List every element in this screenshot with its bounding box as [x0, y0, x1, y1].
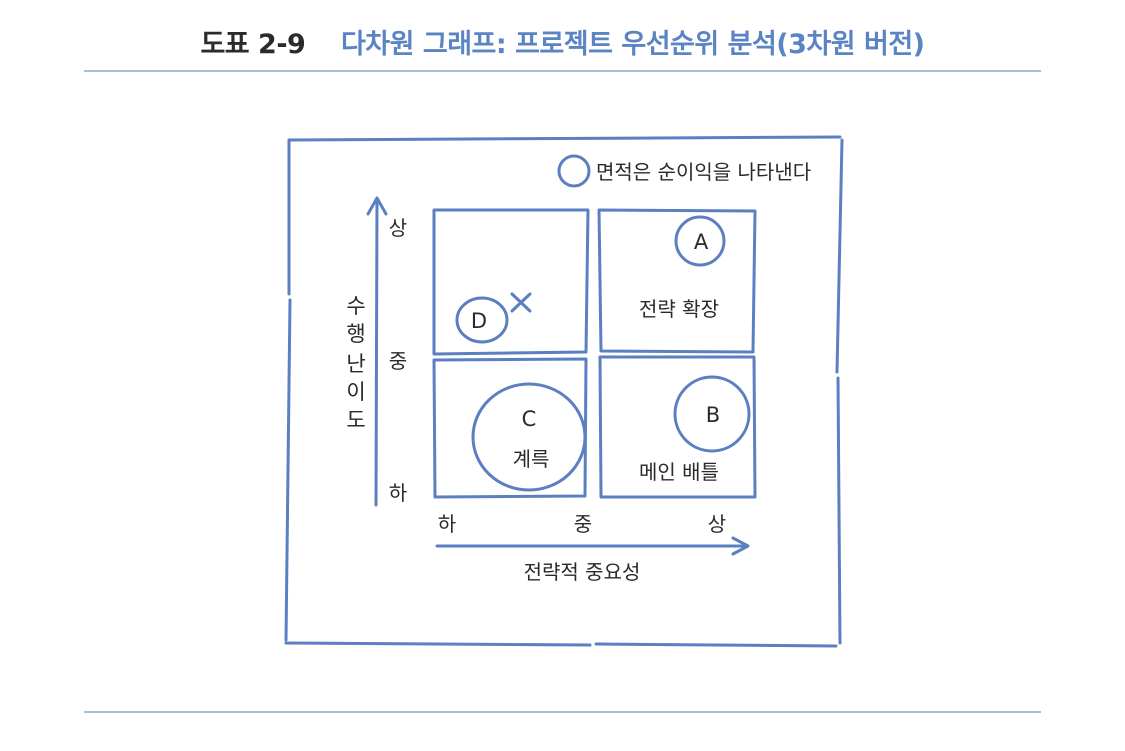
legend-circle-icon [557, 154, 591, 188]
x-axis-title: 전략적 중요성 [524, 560, 641, 584]
y-axis-arrow [366, 196, 388, 507]
legend-text: 면적은 순이익을 나타낸다 [596, 160, 811, 184]
quadrant-box-bottom-right [598, 355, 757, 499]
y-level-low: 하 [389, 481, 407, 505]
bottom-divider [84, 711, 1041, 713]
y-title-char-5: 도 [346, 408, 365, 432]
y-title-char-2: 행 [346, 322, 365, 346]
x-level-mid: 중 [574, 512, 592, 536]
y-title-char-3: 난 [346, 352, 365, 376]
quadrant-label-bottom-left: 계륵 [513, 447, 550, 471]
quadrant-label-top-right: 전략 확장 [639, 297, 719, 321]
project-label-d: D [471, 309, 487, 333]
reject-x-mark-icon [510, 292, 532, 313]
project-label-c: C [522, 407, 537, 431]
project-label-a: A [694, 230, 709, 254]
quadrant-label-bottom-right: 메인 배틀 [639, 460, 719, 484]
quadrant-box-top-left [432, 208, 590, 356]
x-level-high: 상 [708, 512, 726, 536]
project-label-b: B [706, 403, 720, 427]
y-level-high: 상 [389, 216, 407, 240]
quadrant-box-top-right [597, 208, 757, 354]
top-divider [84, 70, 1041, 72]
y-title-char-1: 수 [346, 294, 365, 318]
quadrant-box-bottom-left [432, 357, 588, 499]
project-bubble-d [455, 296, 509, 344]
y-level-mid: 중 [389, 349, 407, 373]
project-bubble-c [471, 382, 587, 492]
x-axis-arrow [435, 536, 750, 556]
x-level-low: 하 [438, 512, 456, 536]
y-title-char-4: 이 [346, 380, 365, 404]
figure-number: 도표 2-9 [200, 29, 306, 60]
figure-title: 다차원 그래프: 프로젝트 우선순위 분석(3차원 버전) [340, 29, 925, 60]
outer-frame [284, 135, 844, 648]
figure-caption: 도표 2-9 다차원 그래프: 프로젝트 우선순위 분석(3차원 버전) [0, 22, 1125, 61]
project-bubble-a [674, 215, 726, 267]
project-bubble-b [673, 375, 751, 453]
